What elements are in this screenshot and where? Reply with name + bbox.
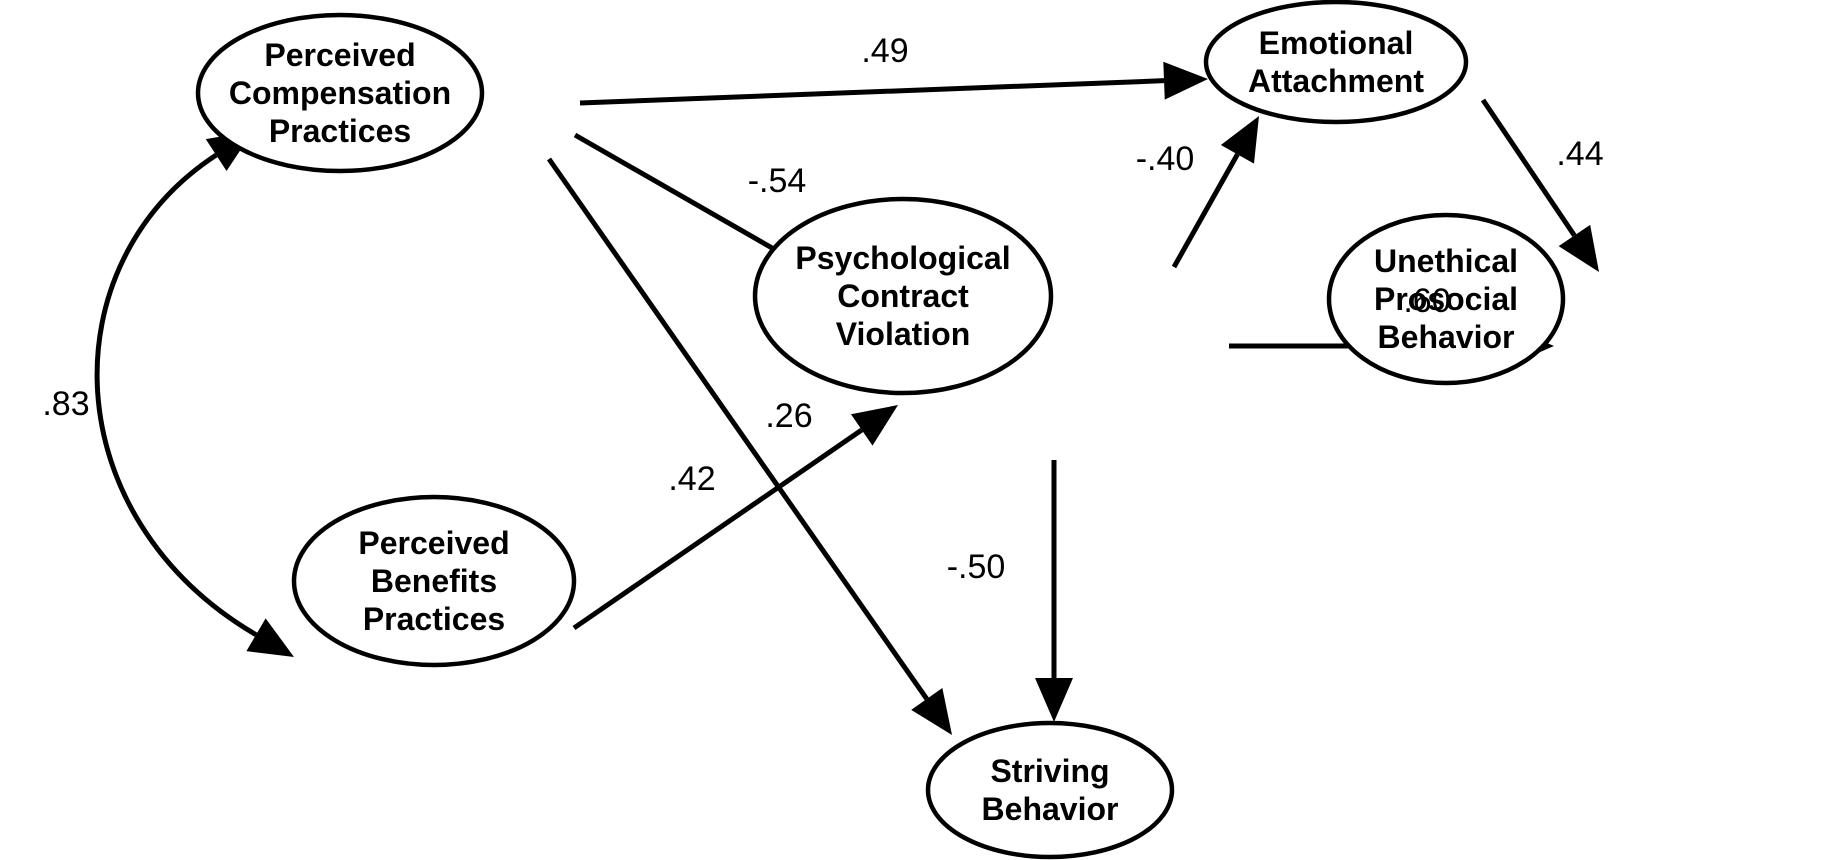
path-coefficient-pbp-pcv: .42 [668, 460, 715, 498]
path-line-pcp-ea [579, 78, 1165, 106]
construct-ellipse-upb [1326, 212, 1566, 386]
covariance-curve-pcp-pbp [94, 152, 258, 637]
path-arrow-pcp-ea [579, 61, 1208, 106]
path-line-pbp-pcv [572, 427, 864, 631]
construct-label-upb-line-2: Prosocial [1374, 281, 1518, 317]
path-coefficient-pcp-sb: .26 [765, 397, 812, 435]
construct-ellipse-sb [925, 720, 1175, 860]
construct-label-pbp-line-2: Benefits [371, 563, 497, 599]
construct-ellipse-pbp [291, 494, 577, 668]
arrowhead-ea-upb [1558, 224, 1599, 272]
covariance-coefficient-pcp-pbp: .83 [42, 385, 89, 423]
covariance-arrowhead-bottom [246, 618, 294, 657]
arrowhead-pcv-sb [1035, 678, 1073, 722]
construct-label-sb-line-1: Striving [990, 753, 1109, 789]
construct-label-pcp-line-2: Compensation [229, 75, 451, 111]
construct-label-pcp-line-3: Practices [269, 113, 411, 149]
construct-label-pbp-line-3: Practices [363, 601, 505, 637]
construct-label-upb-line-1: Unethical [1374, 243, 1518, 279]
path-coefficient-ea-upb: .44 [1556, 135, 1603, 173]
construct-label-sb-line-2: Behavior [982, 791, 1119, 827]
covariance-arrow-pcp-pbp [94, 131, 294, 657]
construct-ellipse-ea [1203, 0, 1469, 125]
path-arrow-pbp-pcv [572, 405, 898, 631]
path-line-pcp-sb [546, 157, 929, 701]
construct-label-pcp-line-1: Perceived [264, 37, 415, 73]
arrowhead-pcp-ea [1163, 61, 1208, 100]
arrowhead-pcp-sb [911, 688, 952, 735]
path-arrow-pcv-ea [1171, 116, 1259, 269]
construct-label-pcv-line-2: Contract [837, 278, 969, 314]
arrowhead-pbp-pcv [850, 405, 898, 446]
construct-label-ea-line-2: Attachment [1248, 63, 1424, 99]
path-line-pcv-ea [1171, 153, 1240, 269]
path-coefficient-pcv-upb: .60 [1403, 282, 1450, 320]
construct-label-upb-line-3: Behavior [1378, 319, 1515, 355]
construct-label-pcv-line-1: Psychological [795, 240, 1010, 276]
arrowhead-pcv-ea [1220, 116, 1259, 164]
nodes-layer: PerceivedCompensationPracticesPerceivedB… [195, 0, 1566, 860]
path-arrow-ea-upb [1480, 98, 1599, 272]
path-coefficient-pcv-sb: -.50 [947, 548, 1006, 586]
coefficient-labels-layer: .49 -.54 .26 .42 -.40 .60 -.50 .44 .83 [42, 32, 1603, 586]
construct-label-ea-line-1: Emotional [1259, 25, 1414, 61]
construct-ellipse-pcp [195, 12, 485, 174]
path-arrow-pcp-sb [546, 157, 952, 735]
path-coefficient-pcp-ea: .49 [861, 32, 908, 70]
construct-ellipse-pcv [752, 196, 1054, 396]
path-arrow-pcv-sb [1035, 460, 1073, 722]
path-line-ea-upb [1480, 98, 1577, 237]
construct-label-pcv-line-3: Violation [836, 316, 971, 352]
path-coefficient-pcp-pcv: -.54 [748, 162, 807, 200]
construct-label-pbp-line-1: Perceived [358, 525, 509, 561]
path-coefficient-pcv-ea: -.40 [1136, 140, 1195, 178]
